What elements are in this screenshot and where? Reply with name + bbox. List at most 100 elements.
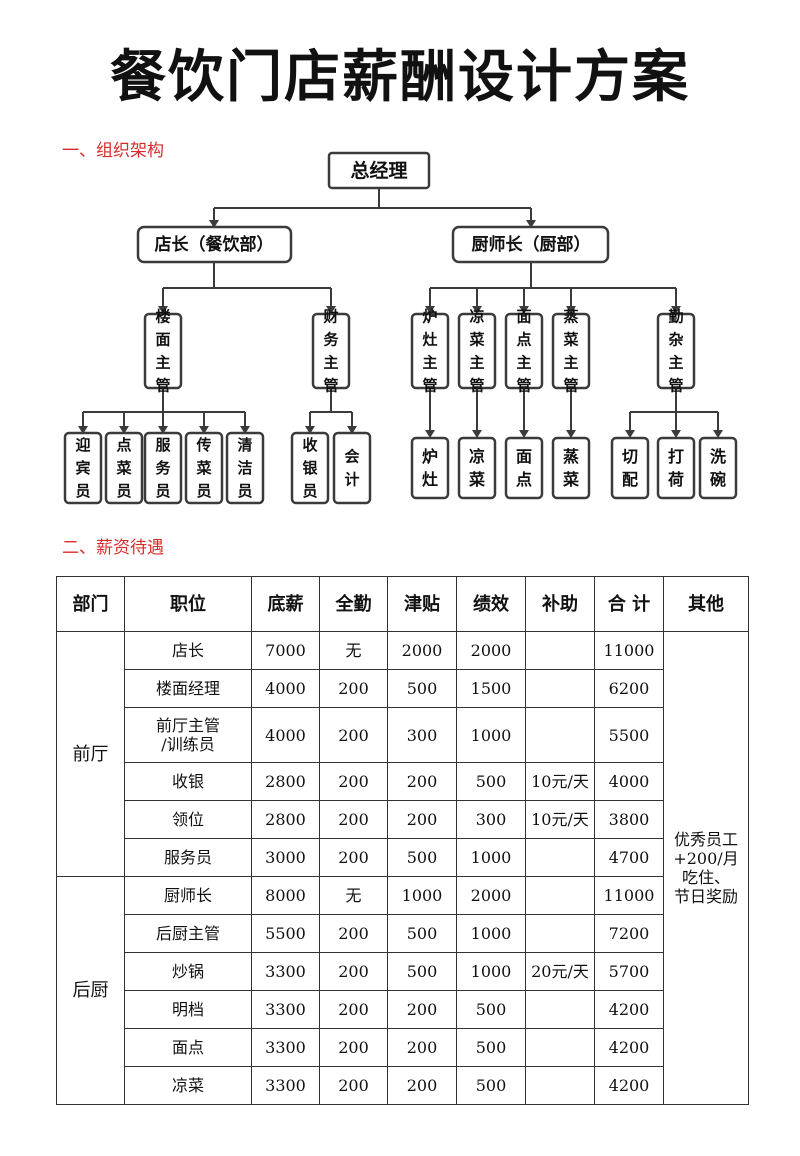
org-node-misc-staff-char: 切 [622, 447, 638, 466]
org-node-floor-staff: 传菜员 [184, 431, 224, 505]
org-node-misc-staff-char: 洗 [710, 447, 726, 466]
svg-text:店长（餐饮部）: 店长（餐饮部） [155, 234, 274, 255]
allowance-cell: 2000 [387, 631, 457, 670]
header-total: 合 计 [594, 576, 664, 632]
org-node-finance-staff: 会计 [332, 431, 372, 505]
base-cell: 3300 [251, 952, 320, 991]
attendance-cell: 200 [319, 707, 388, 763]
org-node-kitchen-staff-char: 凉 [469, 447, 485, 466]
salary-table-header-row: 部门 职位 底薪 全勤 津贴 绩效 补助 合 计 其他 [56, 576, 749, 632]
org-node-misc-supervisor-char: 主 [668, 354, 683, 372]
org-node-store-manager: 店长（餐饮部） [136, 225, 293, 264]
header-base: 底薪 [251, 576, 320, 632]
base-cell: 3000 [251, 838, 320, 877]
position-cell: 收银 [124, 762, 252, 801]
org-node-general-manager: 总经理 [327, 151, 431, 190]
org-node-finance-staff-char: 计 [344, 471, 359, 489]
org-node-floor-staff-char: 员 [196, 482, 211, 500]
allowance-cell: 500 [387, 838, 457, 877]
subsidy-cell [525, 876, 595, 915]
org-node-floor-staff: 点菜员 [104, 431, 144, 505]
subsidy-cell [525, 914, 595, 953]
total-cell: 11000 [594, 876, 664, 915]
org-arrows [78, 220, 723, 438]
allowance-cell: 300 [387, 707, 457, 763]
dept-cell: 后厨 [56, 876, 125, 1105]
attendance-cell: 200 [319, 990, 388, 1029]
org-node-floor-staff-char: 清 [237, 436, 252, 454]
base-cell: 2800 [251, 800, 320, 839]
org-node-finance-staff-char: 收 [302, 436, 317, 454]
org-node-misc-supervisor-char: 管 [668, 377, 683, 395]
org-node-floor-staff-char: 务 [155, 459, 171, 477]
org-node-misc-staff: 切配 [610, 436, 650, 500]
org-node-kitchen-staff-char: 菜 [562, 470, 579, 489]
org-node-cold-dish-supervisor-char: 管 [469, 377, 484, 395]
allowance-cell: 1000 [387, 876, 457, 915]
other-benefits-cell: 优秀员工+200/月吃住、节日奖励 [663, 631, 749, 1105]
subsidy-cell [525, 1066, 595, 1105]
allowance-cell: 500 [387, 914, 457, 953]
total-cell: 6200 [594, 669, 664, 708]
subsidy-cell [525, 990, 595, 1029]
position-cell: 炒锅 [124, 952, 252, 991]
base-cell: 3300 [251, 990, 320, 1029]
org-node-finance-supervisor-char: 主 [323, 354, 338, 372]
performance-cell: 2000 [456, 631, 526, 670]
org-node-stove-supervisor-char: 主 [422, 354, 437, 372]
org-node-floor-staff-char: 宾 [75, 459, 90, 477]
performance-cell: 1000 [456, 952, 526, 991]
subsidy-cell: 20元/天 [525, 952, 595, 991]
section-heading-salary: 二、薪资待遇 [62, 538, 164, 558]
attendance-cell: 无 [319, 876, 388, 915]
org-node-floor-staff: 服务员 [143, 431, 183, 505]
total-cell: 4000 [594, 762, 664, 801]
base-cell: 7000 [251, 631, 320, 670]
dept-cell: 前厅 [56, 631, 125, 877]
subsidy-cell [525, 1028, 595, 1067]
position-cell: 后厨主管 [124, 914, 252, 953]
svg-text:厨师长（厨部）: 厨师长（厨部） [472, 234, 591, 255]
org-node-floor-staff-char: 服 [155, 436, 171, 454]
org-node-stove-supervisor-char: 炉 [422, 308, 437, 326]
header-allowance: 津贴 [387, 576, 457, 632]
performance-cell: 1000 [456, 707, 526, 763]
org-node-kitchen-staff-char: 蒸 [563, 447, 579, 466]
org-node-kitchen-staff-char: 菜 [468, 470, 485, 489]
performance-cell: 1500 [456, 669, 526, 708]
position-cell: 店长 [124, 631, 252, 670]
base-cell: 2800 [251, 762, 320, 801]
org-node-steam-supervisor-char: 主 [563, 354, 578, 372]
org-node-floor-supervisor-char: 楼 [155, 308, 170, 326]
attendance-cell: 200 [319, 1066, 388, 1105]
org-node-floor-staff-char: 洁 [237, 459, 252, 477]
org-node-floor-supervisor-char: 面 [155, 331, 170, 349]
org-node-floor-staff-char: 员 [75, 482, 90, 500]
org-node-pastry-supervisor-char: 面 [516, 308, 531, 326]
performance-cell: 500 [456, 990, 526, 1029]
allowance-cell: 500 [387, 952, 457, 991]
org-node-steam-supervisor-char: 菜 [562, 331, 578, 349]
org-node-finance-supervisor-char: 管 [323, 377, 338, 395]
total-cell: 5500 [594, 707, 664, 763]
org-node-floor-staff-char: 员 [155, 482, 170, 500]
performance-cell: 500 [456, 762, 526, 801]
position-cell: 厨师长 [124, 876, 252, 915]
performance-cell: 2000 [456, 876, 526, 915]
position-cell: 明档 [124, 990, 252, 1029]
